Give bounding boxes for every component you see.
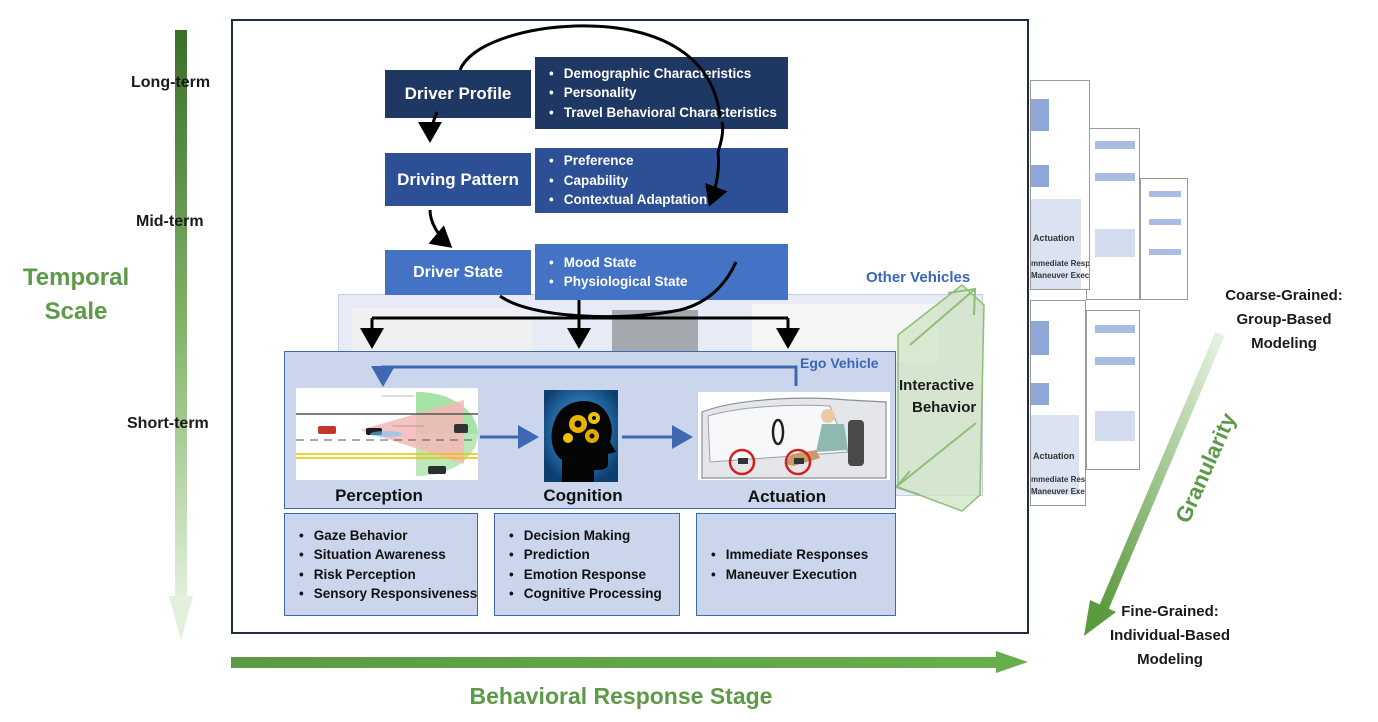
- fine-grained-line3: Modeling: [1137, 651, 1203, 668]
- list-item: Gaze Behavior: [299, 526, 477, 546]
- interaction-band: [894, 284, 985, 512]
- behavioral-response-stage-label: Behavioral Response Stage: [469, 683, 773, 709]
- coarse-grained-line1: Coarse-Grained:: [1225, 287, 1343, 304]
- stacked-slide-back-3: [1086, 128, 1140, 300]
- cognition-label: Cognition: [543, 486, 623, 505]
- fine-grained-line2: Individual-Based: [1109, 627, 1231, 644]
- cognition-image: [544, 390, 618, 482]
- short-term-label: Short-term: [127, 415, 209, 432]
- actuation-details: Immediate Responses Maneuver Execution: [696, 513, 896, 616]
- driving-pattern-details: Preference Capability Contextual Adaptat…: [535, 148, 788, 213]
- ghost-actuation-upper: Actuation: [1033, 233, 1075, 243]
- driver-profile-details: Demographic Characteristics Personality …: [535, 57, 788, 129]
- list-item: Sensory Responsiveness: [299, 584, 478, 604]
- ghost-actuation-lower: Actuation: [1033, 451, 1075, 461]
- list-item: Travel Behavioral Characteristics: [549, 103, 788, 123]
- interactive-behavior-line2: Behavior: [912, 399, 977, 416]
- list-item: Emotion Response: [509, 565, 679, 585]
- list-item: Cognitive Processing: [509, 584, 679, 604]
- list-item: Preference: [549, 151, 788, 171]
- driver-state-box: Driver State: [385, 250, 531, 295]
- driver-profile-box: Driver Profile: [385, 70, 531, 118]
- list-item: Decision Making: [509, 526, 679, 546]
- perception-image: [296, 388, 478, 480]
- actuation-image: [698, 392, 890, 480]
- ghost-resp-lower-1: mmediate Responses: [1031, 475, 1086, 484]
- list-item: Personality: [549, 83, 788, 103]
- driver-state-details: Mood State Physiological State: [535, 244, 788, 300]
- cognition-details: Decision Making Prediction Emotion Respo…: [494, 513, 680, 616]
- list-item: Capability: [549, 171, 788, 191]
- stacked-slide-back-2: [1086, 310, 1140, 470]
- fine-grained-line1: Fine-Grained:: [1121, 603, 1219, 620]
- list-item: Risk Perception: [299, 565, 477, 585]
- other-vehicles-title: Other Vehicles: [866, 269, 971, 286]
- interactive-behavior-line1: Interactive: [899, 377, 975, 394]
- perception-details: Gaze Behavior Situation Awareness Risk P…: [284, 513, 478, 616]
- stacked-slide-lower: Actuation mmediate Responses Maneuver Ex…: [1030, 300, 1086, 506]
- temporal-scale-title-line2: Scale: [44, 298, 108, 325]
- stacked-slide-back-4: [1140, 178, 1188, 300]
- actuation-label: Actuation: [747, 487, 827, 506]
- driving-pattern-box: Driving Pattern: [385, 153, 531, 206]
- list-item: Mood State: [549, 253, 788, 273]
- ghost-resp-upper-1: mmediate Responses: [1031, 259, 1090, 268]
- stacked-slide-upper: Actuation mmediate Responses Maneuver Ex…: [1030, 80, 1090, 290]
- list-item: Contextual Adaptation: [549, 190, 788, 210]
- list-item: Physiological State: [549, 272, 788, 292]
- ghost-resp-lower-2: Maneuver Execution: [1031, 487, 1085, 496]
- ego-vehicle-title: Ego Vehicle: [800, 355, 879, 371]
- coarse-grained-line2: Group-Based: [1236, 311, 1332, 328]
- temporal-scale-title-line1: Temporal: [22, 264, 130, 291]
- list-item: Situation Awareness: [299, 545, 477, 565]
- list-item: Immediate Responses: [711, 545, 895, 565]
- list-item: Maneuver Execution: [711, 565, 895, 585]
- perception-label: Perception: [335, 486, 423, 505]
- list-item: Prediction: [509, 545, 679, 565]
- mid-term-label: Mid-term: [136, 213, 204, 230]
- coarse-grained-line3: Modeling: [1251, 335, 1317, 352]
- list-item: Demographic Characteristics: [549, 64, 788, 84]
- long-term-label: Long-term: [131, 74, 211, 91]
- ghost-resp-upper-2: Maneuver Execution: [1031, 271, 1090, 280]
